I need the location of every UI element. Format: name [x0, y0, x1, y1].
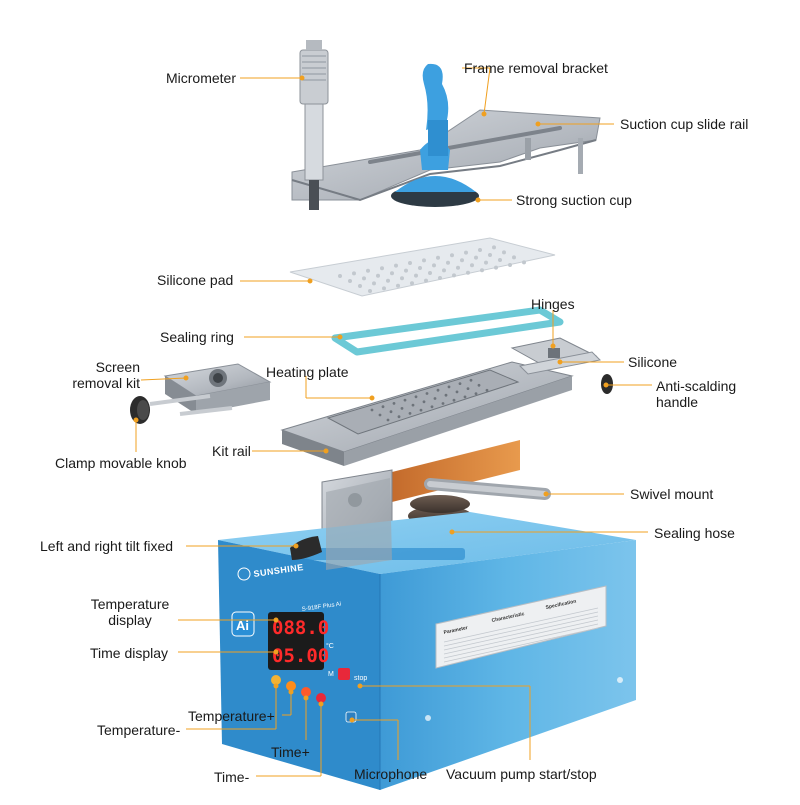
label-temperature-plus: Temperature+ — [188, 708, 275, 724]
micrometer — [299, 40, 329, 210]
strong-suction-cup — [391, 63, 479, 207]
temperature-readout: 088.0 — [272, 617, 329, 639]
label-sealing-hose: Sealing hose — [654, 525, 735, 541]
label-silicone: Silicone — [628, 354, 678, 370]
label-vacuum-pump: Vacuum pump start/stop — [446, 766, 597, 782]
temperature-unit: °C — [326, 642, 334, 650]
label-suction-cup-slide-rail: Suction cup slide rail — [620, 116, 749, 132]
label-micrometer: Micrometer — [166, 70, 237, 86]
ai-badge-text: Ai — [236, 618, 249, 633]
temperature-plus-button — [286, 681, 296, 691]
time-minus-button — [301, 687, 311, 697]
label-frame-removal-bracket: Frame removal bracket — [464, 60, 608, 76]
label-swivel-mount: Swivel mount — [630, 486, 714, 502]
left-right-tilt-lever — [290, 536, 322, 560]
time-readout: 05.00 — [272, 645, 329, 667]
label-time-display: Time display — [90, 645, 169, 661]
time-plus-button — [316, 693, 326, 703]
model-text: S-918F Plus Ai — [301, 602, 341, 613]
label-left-right-tilt-fixed: Left and right tilt fixed — [40, 538, 174, 554]
silicone-pad — [289, 237, 556, 297]
spec-sticker: Parameter Characteristic Specification — [435, 585, 607, 669]
label-clamp-movable-knob: Clamp movable knob — [55, 455, 187, 471]
svg-text:Parameter: Parameter — [443, 625, 468, 636]
control-buttons — [271, 675, 326, 703]
label-anti-scalding-handle: Anti-scalding handle — [656, 378, 737, 410]
clamp-movable-knob — [130, 396, 150, 424]
device-body — [218, 478, 636, 790]
label-hinges: Hinges — [531, 296, 575, 312]
label-temperature-minus: Temperature- — [97, 722, 181, 738]
label-sealing-ring: Sealing ring — [160, 329, 234, 345]
label-time-minus: Time- — [214, 769, 250, 785]
front-panel: SUNSHINE S-918F Plus Ai Ai 088.0 05.00 °… — [231, 562, 367, 723]
sealing-ring — [331, 306, 564, 356]
screen-removal-kit — [149, 363, 272, 416]
stop-tag: stop — [354, 675, 367, 682]
heating-plate — [280, 361, 574, 466]
callout-lines — [133, 67, 652, 777]
label-strong-suction-cup: Strong suction cup — [516, 192, 632, 208]
label-time-plus: Time+ — [271, 744, 310, 760]
label-silicone-pad: Silicone pad — [157, 272, 234, 288]
label-temperature-display: Temperature display — [90, 596, 170, 628]
label-microphone: Microphone — [354, 766, 428, 782]
temperature-minus-button — [271, 675, 281, 685]
time-unit: M — [328, 671, 334, 678]
label-kit-rail: Kit rail — [212, 443, 251, 459]
label-heating-plate: Heating plate — [266, 364, 349, 380]
label-screen-removal-kit: Screen removal kit — [72, 359, 140, 391]
